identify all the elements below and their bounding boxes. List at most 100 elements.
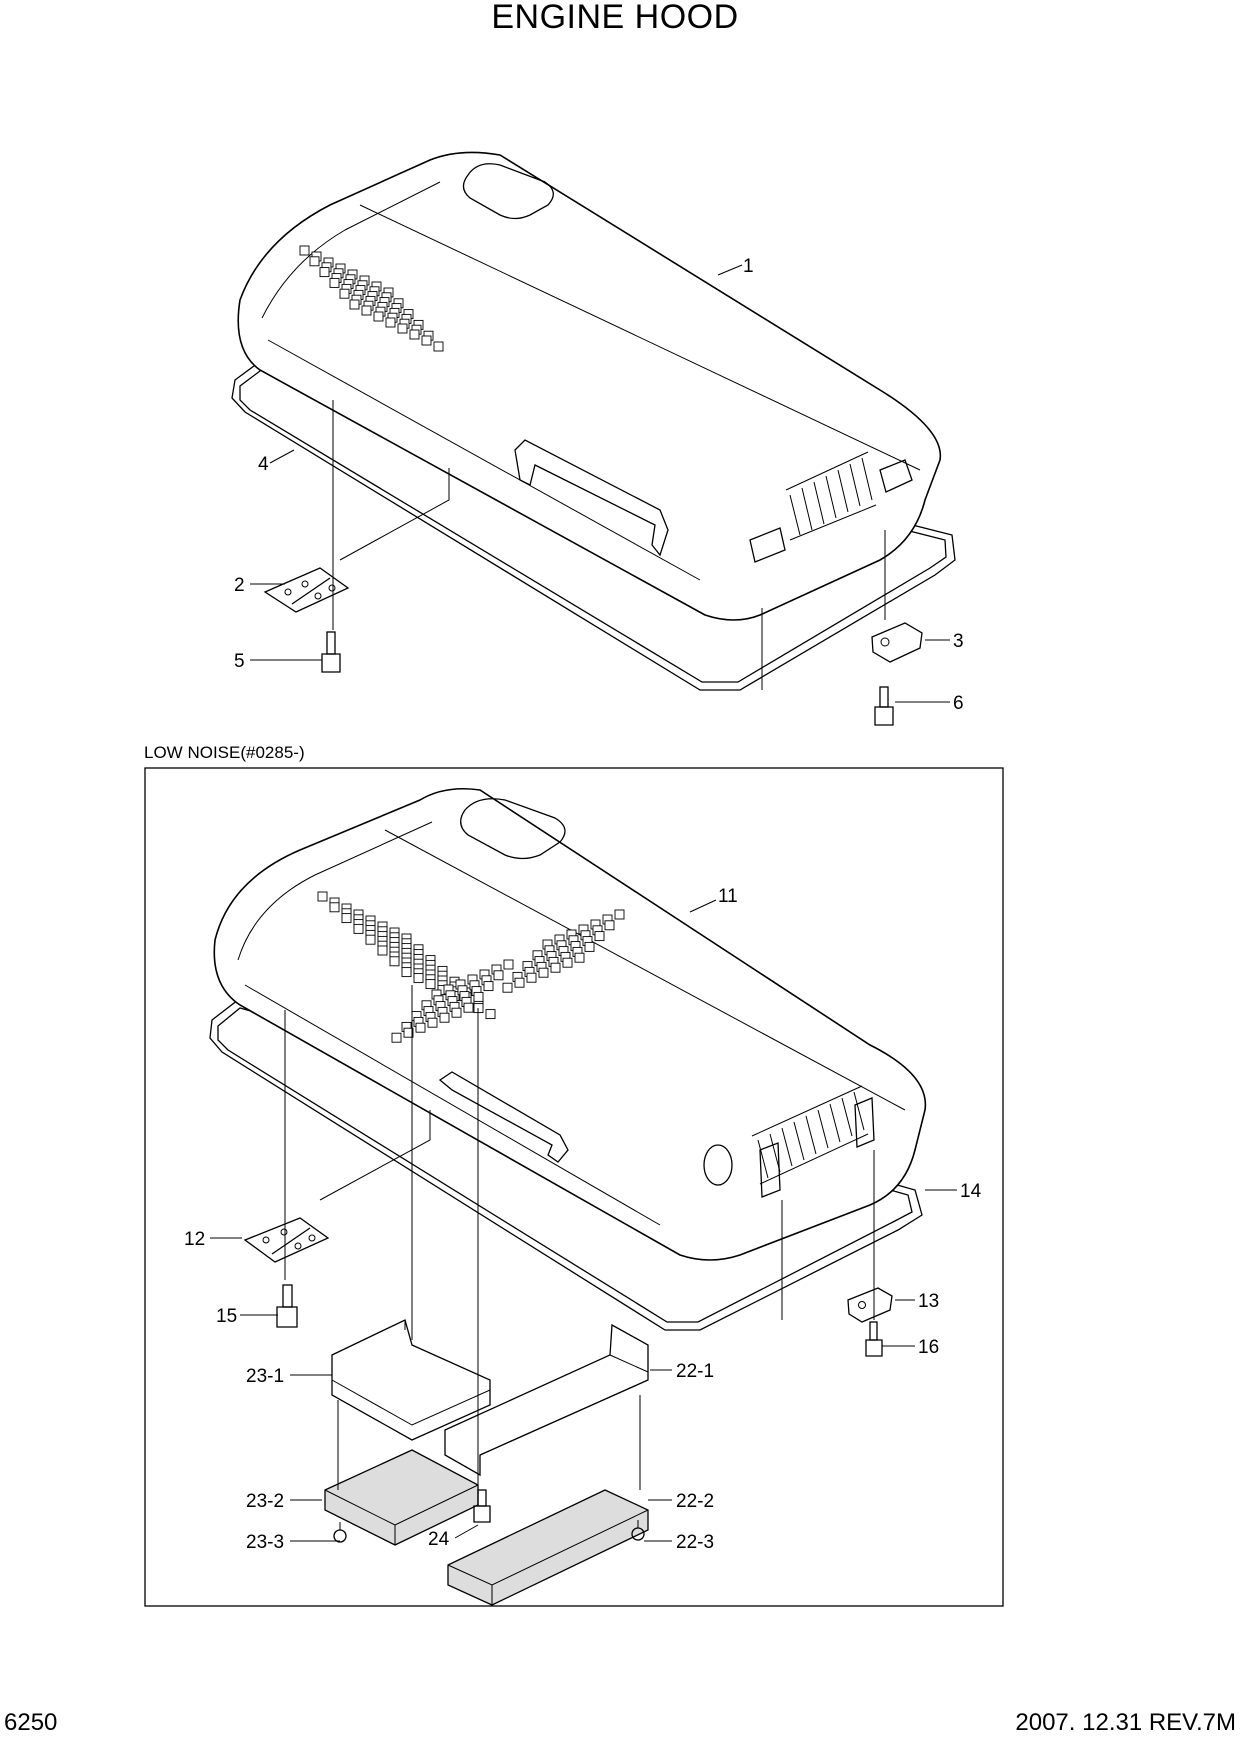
vent-cell	[329, 277, 340, 288]
rear-vent-grille-low-noise	[751, 1085, 869, 1185]
vent-cell	[526, 972, 537, 983]
vent-cell	[427, 1017, 438, 1028]
vent-cell	[439, 1012, 450, 1023]
screw-part-22-3	[631, 1520, 645, 1541]
latch-bracket-left	[749, 527, 786, 563]
callout-6: 6	[953, 693, 964, 714]
vent-cell	[493, 970, 504, 981]
page-title: ENGINE HOOD	[491, 0, 738, 36]
vent-grid-front	[317, 891, 496, 1020]
callout-13: 13	[918, 1291, 939, 1312]
vent-cell	[451, 1007, 462, 1018]
intake-opening	[462, 163, 554, 220]
vent-cell	[377, 945, 388, 956]
bolt-part-5	[321, 631, 341, 673]
vent-cell	[604, 920, 615, 931]
callout-22-3: 22-3	[676, 1532, 714, 1553]
vent-cell	[485, 1009, 496, 1020]
hinge-part-12	[243, 1217, 330, 1263]
vent-cell	[413, 973, 424, 984]
pad-part-23-2	[324, 1449, 479, 1546]
vent-cell	[538, 967, 549, 978]
page-number: 6250	[4, 1709, 57, 1736]
bolt-part-15	[276, 1284, 298, 1328]
vent-cell	[503, 959, 514, 970]
callout-14: 14	[960, 1181, 982, 1202]
vent-cell	[385, 317, 396, 328]
vent-cell	[339, 288, 350, 299]
vent-cell	[365, 934, 376, 945]
vent-cell	[409, 329, 420, 340]
vent-cell	[463, 1002, 474, 1013]
vent-cell	[425, 979, 436, 990]
vent-cell	[389, 956, 400, 967]
vent-cell	[514, 977, 525, 988]
vent-cell	[550, 962, 561, 973]
vent-grid-center	[391, 959, 514, 1043]
hood-handle	[514, 439, 669, 557]
vent-cell	[361, 305, 372, 316]
low-noise-inset-frame	[144, 767, 1004, 1607]
hood-handle-low-noise	[438, 1071, 569, 1163]
vent-cell	[319, 267, 330, 278]
callout-5: 5	[234, 651, 245, 672]
rear-vent-grille	[785, 451, 877, 541]
hood-part-1	[237, 151, 942, 621]
latch-bracket-right-low-noise	[854, 1097, 875, 1148]
vent-cell	[391, 1032, 402, 1043]
revision-date: 2007. 12.31 REV.7M	[1015, 1709, 1236, 1736]
hinge-part-2	[263, 567, 350, 613]
callout-22-1: 22-1	[676, 1361, 714, 1382]
top-vent-grid	[299, 245, 444, 352]
callout-12: 12	[184, 1229, 205, 1250]
vent-cell	[349, 299, 360, 310]
low-noise-hood-assembly	[209, 787, 927, 1606]
vent-cell	[329, 902, 340, 913]
vent-cell	[584, 941, 595, 952]
callout-15: 15	[216, 1306, 237, 1327]
hood-part-11	[213, 787, 927, 1261]
stopper-part-3	[871, 622, 923, 663]
callout-11: 11	[718, 886, 738, 907]
vent-cell	[401, 967, 412, 978]
callout-23-2: 23-2	[246, 1491, 284, 1512]
vent-cell	[317, 891, 328, 902]
bracket-part-22-1	[444, 1323, 649, 1477]
callout-1: 1	[743, 256, 754, 277]
vent-cell	[473, 991, 484, 1002]
vent-cell	[614, 909, 625, 920]
bolt-part-6	[874, 686, 894, 726]
callout-3: 3	[953, 631, 964, 652]
vent-cell	[502, 982, 513, 993]
callout-4: 4	[258, 454, 269, 475]
latch-bracket-right	[879, 459, 913, 493]
callout-23-3: 23-3	[246, 1532, 284, 1553]
vent-cell	[574, 952, 585, 963]
vent-cell	[309, 256, 320, 267]
standard-hood-assembly	[231, 151, 956, 726]
latch-bracket-left-low-noise	[759, 1142, 781, 1198]
vent-cell	[415, 1022, 426, 1033]
callout-16: 16	[918, 1337, 939, 1358]
callout-24: 24	[428, 1529, 450, 1550]
bolt-part-16	[865, 1321, 883, 1357]
screw-part-24	[473, 1489, 491, 1523]
vent-cell	[483, 981, 494, 992]
vent-grid-rear	[502, 909, 625, 993]
callout-2: 2	[234, 575, 245, 596]
screw-part-23-3	[333, 1522, 347, 1543]
inset-caption: LOW NOISE(#0285-)	[144, 743, 305, 762]
intake-opening-low-noise	[460, 798, 566, 860]
vent-cell	[341, 913, 352, 924]
vent-cell	[403, 1027, 414, 1038]
vent-cell	[562, 957, 573, 968]
vent-cell	[397, 323, 408, 334]
pad-part-22-2	[447, 1489, 649, 1606]
stopper-part-13	[847, 1287, 893, 1323]
bracket-part-23-1	[331, 1319, 491, 1441]
vent-cell	[433, 341, 444, 352]
vent-cell	[353, 923, 364, 934]
vent-cell	[594, 931, 605, 942]
vent-cell	[299, 245, 310, 256]
